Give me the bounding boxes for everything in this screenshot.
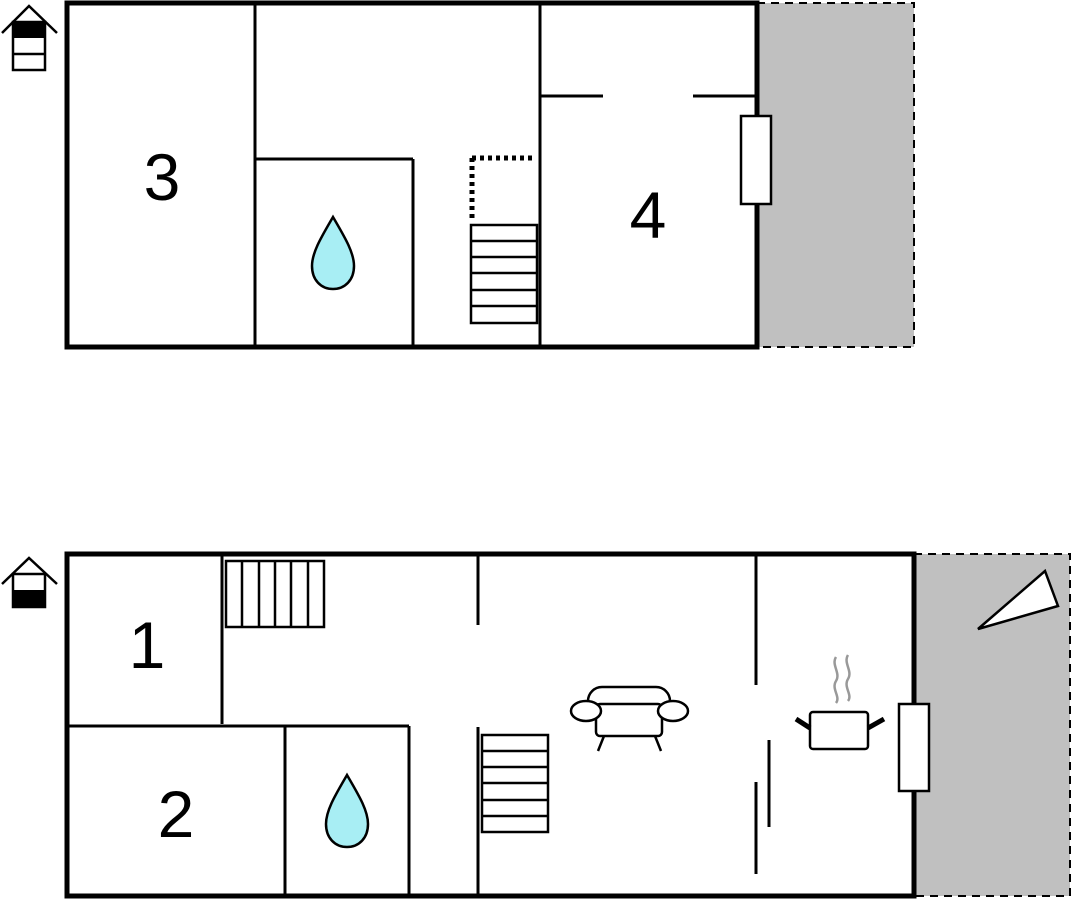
bathroom-water-drop-icon [324, 772, 370, 849]
upper-interior-walls [253, 3, 757, 347]
room-label-3: 3 [144, 140, 181, 214]
upper-floor: 3 4 [1, 0, 915, 350]
staircase-icon [224, 559, 326, 629]
staircase-icon [480, 733, 550, 834]
kitchen-pot-icon [794, 654, 886, 751]
room-label-4: 4 [630, 178, 667, 252]
floor-level-ground-icon [1, 556, 58, 609]
room-label-1: 1 [129, 608, 166, 682]
sofa-icon [569, 685, 690, 752]
ground-floor: 1 2 [1, 551, 1071, 899]
room-label-2: 2 [158, 777, 195, 851]
window-icon [897, 702, 931, 793]
bathroom-water-drop-icon [310, 214, 356, 291]
floor-level-upper-icon [1, 4, 58, 72]
terrace-area [756, 2, 915, 348]
window-icon [739, 114, 773, 206]
staircase-icon [469, 223, 539, 325]
stair-opening [469, 155, 536, 222]
ground-interior-walls [67, 554, 771, 896]
sunshade-icon [977, 568, 1060, 631]
